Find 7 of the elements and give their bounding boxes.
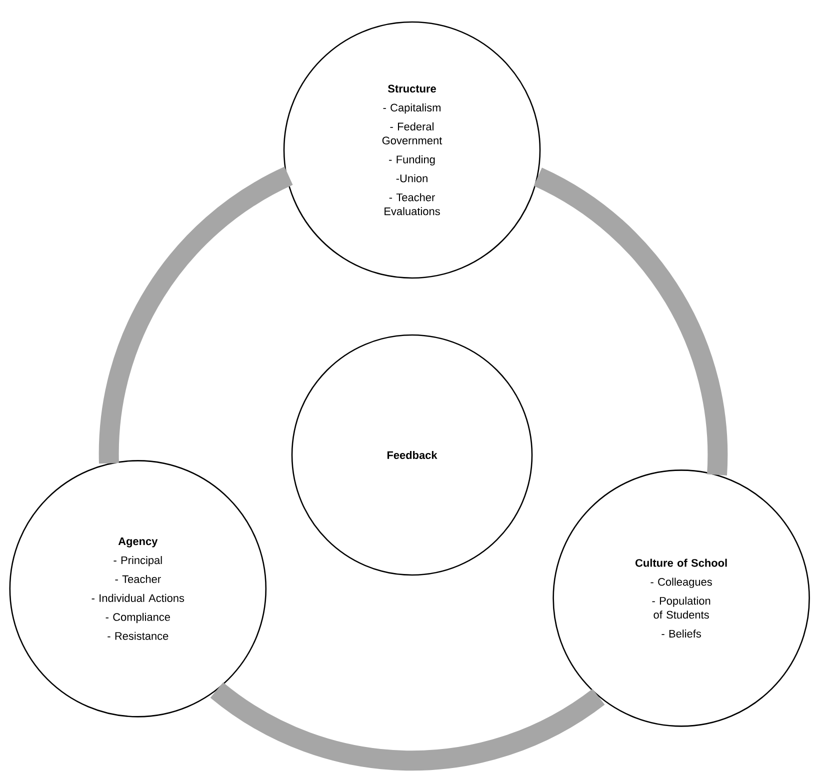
circle-node: Agency - Principal - Teacher - Individual Actions - Compliance - Resistance bbox=[9, 460, 267, 718]
circle-node: Structure - Capitalism - Federal Government - Funding -Union - Teacher Evaluations bbox=[283, 21, 541, 279]
circle-node: Feedback bbox=[291, 334, 533, 576]
ring-segment bbox=[210, 682, 604, 770]
ring-segment bbox=[533, 168, 728, 476]
ring-segment bbox=[98, 166, 294, 464]
circle-node: Culture of School - Colleagues - Population of Students - Beliefs bbox=[552, 470, 810, 727]
